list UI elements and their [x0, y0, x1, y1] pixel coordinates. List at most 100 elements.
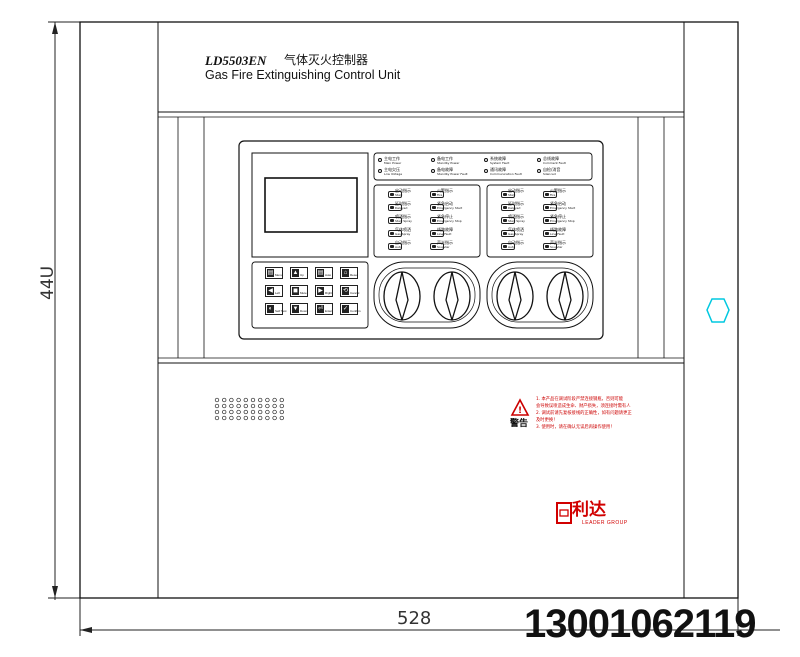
status-led-label-en: Communication Fault — [490, 172, 522, 176]
keypad-key[interactable]: ▤Menu — [265, 267, 283, 279]
zone-indicator-icon — [430, 191, 444, 198]
zone-indicator-icon — [388, 243, 402, 250]
keypad-key-label: Self Test — [275, 309, 287, 313]
zone-indicator-icon — [543, 230, 557, 237]
zone-indicator-label-en: Line Fault — [550, 232, 565, 236]
speaker-hole — [236, 415, 241, 421]
status-led-label-en: Comment Fault — [543, 161, 566, 165]
zone-indicator-label: 延时指示 — [508, 201, 524, 206]
keypad-key[interactable]: ▶Right — [315, 285, 333, 297]
zone-indicator-label: 启动指示 — [395, 188, 411, 193]
keypad-key-label: Right — [325, 291, 333, 295]
zone-indicator-label: 线路故障 — [437, 227, 453, 232]
status-led-label: 主电工作 — [384, 156, 400, 161]
speaker-hole — [229, 409, 234, 415]
keypad-key[interactable]: ◼Mute — [290, 285, 308, 297]
speaker-hole — [214, 415, 220, 421]
cyan-indicator-icon — [706, 298, 730, 323]
warning-line: 2. 调试前请先复核接线的正确性，如有问题请更正 — [536, 411, 632, 416]
zone-indicator-icon — [543, 243, 557, 250]
zone-indicator-label: 紧急停止 — [550, 214, 566, 219]
speaker-hole — [279, 415, 284, 421]
status-led-label-en: Standby Power Fault — [437, 172, 468, 176]
keypad-key[interactable]: ▲Up — [290, 267, 308, 279]
speaker-hole — [258, 415, 263, 421]
zone-indicator-label-en: Emergency Stop — [550, 219, 575, 223]
keypad-key-icon: ▼ — [292, 305, 299, 313]
warning-line: 1. 本产品在调试阶段严禁连接钢瓶，否则可能 — [536, 397, 624, 402]
zone-indicator-icon — [501, 191, 515, 198]
zone-indicator-label-en: Line Fault — [437, 232, 452, 236]
warning-line: 3. 使用时，请在确认无误后再操作使用！ — [536, 425, 615, 430]
keypad-key[interactable]: ⌂Reset — [340, 267, 358, 279]
speaker-hole — [236, 403, 241, 409]
keypad-key-icon: ◀ — [267, 287, 274, 295]
keypad-key-label: Reset — [350, 273, 358, 277]
speaker-hole — [222, 403, 227, 409]
zone-indicator-icon — [388, 204, 402, 211]
zone-indicator-label: 气体喷洒 — [508, 227, 524, 232]
height-dimension-label: 44U — [38, 265, 58, 300]
width-dimension-label: 528 — [397, 608, 432, 629]
keypad-key-label: Cancel — [350, 291, 360, 295]
zone-indicator-label: 延时指示 — [395, 201, 411, 206]
keypad-key[interactable]: ◐Self Test — [265, 303, 287, 315]
zone-indicator-label-en: Delayed — [508, 206, 521, 210]
zone-indicator-label: 启动指示 — [508, 188, 524, 193]
svg-text:!: ! — [518, 406, 522, 416]
product-name-cn: 气体灭火控制器 — [284, 53, 369, 67]
speaker-hole — [243, 415, 248, 421]
zone-indicator-label-en: Emergency Start — [437, 206, 463, 210]
speaker-hole — [258, 409, 263, 415]
speaker-hole — [279, 403, 284, 409]
speaker-hole — [243, 403, 248, 409]
speaker-hole — [229, 415, 234, 421]
zone-indicator-label-en: Start Spray — [508, 219, 525, 223]
zone-indicator-icon — [430, 217, 444, 224]
keypad-key[interactable]: ✓Confirm — [340, 303, 361, 315]
keypad-key[interactable]: ▼Down — [290, 303, 308, 315]
status-led-label: 系统故障 — [490, 156, 506, 161]
zone-indicator-label-en: Sounder — [437, 245, 450, 249]
speaker-hole — [258, 403, 263, 409]
speaker-hole — [272, 403, 277, 409]
lcd-screen — [264, 177, 358, 233]
zone-indicator-icon — [543, 191, 557, 198]
speaker-hole — [236, 409, 241, 415]
speaker-hole — [258, 397, 263, 403]
warning-line: 及时更换！ — [536, 418, 558, 423]
zone-indicator-icon — [430, 230, 444, 237]
speaker-hole — [250, 409, 256, 415]
keypad-key-icon: ▤ — [317, 269, 324, 277]
brand-logo-icon — [556, 502, 572, 524]
keypad-key-icon: ◐ — [267, 305, 274, 313]
speaker-grill-icon — [214, 397, 284, 421]
speaker-hole — [222, 409, 227, 415]
keypad-key-label: Enter — [325, 309, 333, 313]
speaker-hole — [265, 415, 270, 421]
zone-indicator-icon — [388, 230, 402, 237]
speaker-hole — [222, 397, 227, 403]
keypad-key[interactable]: ⏎Enter — [315, 303, 333, 315]
zone-indicator-label: 火警指示 — [550, 188, 566, 193]
zone-indicator-label: 线路故障 — [550, 227, 566, 232]
zone-indicator-icon — [501, 230, 515, 237]
keypad-key[interactable]: ▤Auto — [315, 267, 333, 279]
keypad-key[interactable]: ⟲Cancel — [340, 285, 360, 297]
speaker-hole — [265, 397, 270, 403]
keypad-key-icon: ⌂ — [342, 269, 349, 277]
keypad-key-icon: ▲ — [292, 269, 299, 277]
speaker-hole — [222, 415, 227, 421]
speaker-hole — [265, 403, 270, 409]
status-led-label: 总线故障 — [543, 156, 559, 161]
warning-triangle-icon — [510, 398, 530, 416]
zone-indicator-label-en: Start Spray — [395, 219, 412, 223]
status-led-icon — [431, 169, 435, 173]
speaker-hole — [272, 409, 277, 415]
speaker-hole — [250, 397, 256, 403]
status-led-icon — [431, 158, 435, 162]
zone-indicator-label: 声光指示 — [550, 240, 566, 245]
status-led-label-en: System Fault — [490, 161, 510, 165]
keypad-key[interactable]: ◀Left — [265, 285, 283, 297]
zone-indicator-label-en: Fire — [550, 193, 556, 197]
